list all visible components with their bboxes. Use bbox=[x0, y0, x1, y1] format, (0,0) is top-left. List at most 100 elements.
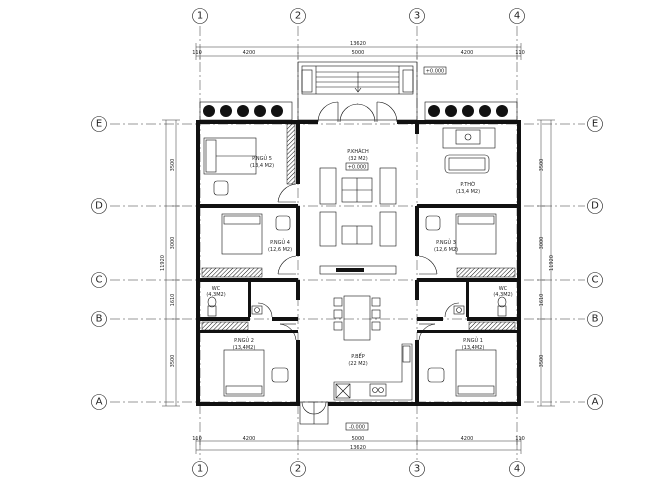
svg-text:P.NGỦ 1: P.NGỦ 1 bbox=[463, 336, 483, 344]
level-tag-top: +0.000 bbox=[423, 66, 447, 75]
svg-text:P.NGỦ 3: P.NGỦ 3 bbox=[436, 238, 456, 246]
svg-text:P.BẾP: P.BẾP bbox=[351, 352, 364, 360]
kitchen-counter bbox=[333, 343, 413, 401]
svg-text:(32 M2): (32 M2) bbox=[348, 156, 367, 162]
svg-text:(13,4M2): (13,4M2) bbox=[462, 345, 485, 351]
dimension-end: 110 bbox=[515, 50, 525, 56]
dining-table bbox=[333, 295, 381, 341]
chair-room-3 bbox=[425, 215, 441, 231]
tea-table bbox=[444, 154, 490, 174]
top-dimensions: 13620 4200 5000 4200 110 110 bbox=[192, 41, 525, 60]
grid-label: A bbox=[96, 397, 103, 408]
room-label-pbep: P.BẾP (22 M2) bbox=[348, 352, 367, 367]
back-door bbox=[299, 401, 329, 425]
grid-label: A bbox=[592, 397, 599, 408]
row-bubbles-left: E D C B A bbox=[91, 116, 107, 410]
grid-axes bbox=[110, 26, 585, 460]
right-dimensions: 3500 3000 1610 3500 11920 bbox=[537, 119, 555, 407]
grid-label: B bbox=[96, 314, 103, 325]
planter-right bbox=[424, 101, 518, 121]
bed-room-1 bbox=[455, 349, 497, 397]
dimension-segment: 3000 bbox=[539, 237, 545, 250]
room-label-pngu4: P.NGỦ 4 (12,6 M2) bbox=[268, 238, 292, 253]
svg-text:(12,6 M2): (12,6 M2) bbox=[268, 247, 292, 253]
dimension-segment: 3000 bbox=[170, 237, 176, 250]
front-steps bbox=[297, 61, 418, 121]
column-bubbles-bottom: 1 2 3 4 bbox=[192, 461, 525, 477]
living-sofa-set bbox=[319, 167, 397, 247]
chair-room-4 bbox=[275, 215, 291, 231]
grid-label: 3 bbox=[414, 11, 420, 22]
svg-text:WC: WC bbox=[212, 286, 221, 292]
wc-fixtures-right bbox=[453, 296, 507, 317]
chair-room-2 bbox=[271, 367, 289, 383]
grid-label: D bbox=[95, 201, 103, 212]
dimension-segment: 4200 bbox=[243, 436, 256, 442]
dimension-segment: 3500 bbox=[170, 159, 176, 172]
svg-text:(13,4M2): (13,4M2) bbox=[233, 345, 256, 351]
grid-label: 4 bbox=[514, 11, 520, 22]
left-dimensions: 11920 3500 3000 1610 3500 bbox=[160, 119, 180, 407]
svg-text:P.NGỦ 5: P.NGỦ 5 bbox=[252, 154, 272, 162]
bed-room-3 bbox=[455, 213, 497, 255]
dimension-total: 13620 bbox=[350, 445, 366, 451]
svg-text:(13,4 M2): (13,4 M2) bbox=[456, 189, 480, 195]
column-bubbles-top: 1 2 3 4 bbox=[192, 8, 525, 24]
svg-text:(4,3M2): (4,3M2) bbox=[206, 292, 225, 298]
svg-text:(13,4 M2): (13,4 M2) bbox=[250, 163, 274, 169]
grid-label: 3 bbox=[414, 464, 420, 475]
dimension-segment: 5000 bbox=[352, 50, 365, 56]
svg-text:P.THỜ: P.THỜ bbox=[460, 181, 475, 188]
grid-label: D bbox=[591, 201, 599, 212]
svg-text:+0.000: +0.000 bbox=[348, 165, 367, 171]
grid-label: E bbox=[592, 119, 598, 130]
dimension-segment: 4200 bbox=[461, 436, 474, 442]
grid-label: B bbox=[592, 314, 599, 325]
dimension-segment: 3500 bbox=[170, 355, 176, 368]
svg-text:P.NGỦ 2: P.NGỦ 2 bbox=[234, 336, 254, 344]
svg-text:(12,6 M2): (12,6 M2) bbox=[434, 247, 458, 253]
room-label-wc-right: WC (4,3M2) bbox=[493, 286, 512, 298]
grid-label: C bbox=[96, 275, 103, 286]
room-label-pngu3: P.NGỦ 3 (12,6 M2) bbox=[434, 238, 458, 253]
grid-label: 2 bbox=[295, 464, 301, 475]
room-label-wc-left: WC (4,3M2) bbox=[206, 286, 225, 298]
dimension-total: 13620 bbox=[350, 41, 366, 47]
dimension-total: 11920 bbox=[160, 255, 166, 271]
grid-label: 1 bbox=[197, 464, 203, 475]
dimension-segment: 3500 bbox=[539, 159, 545, 172]
grid-label: 1 bbox=[197, 11, 203, 22]
chair-room-5 bbox=[213, 180, 229, 196]
bed-room-2 bbox=[223, 349, 265, 397]
interior-walls bbox=[200, 124, 517, 402]
level-label: -0.000 bbox=[349, 425, 365, 431]
bed-room-4 bbox=[221, 213, 263, 255]
dimension-segment: 1610 bbox=[539, 294, 545, 307]
dimension-segment: 4200 bbox=[243, 50, 256, 56]
built-in-wardrobes bbox=[201, 123, 516, 331]
main-entrance-doors bbox=[317, 101, 398, 123]
row-bubbles-right: E D C B A bbox=[587, 116, 603, 410]
chair-room-1 bbox=[427, 367, 445, 383]
dimension-segment: 3500 bbox=[539, 355, 545, 368]
dimension-total: 11920 bbox=[549, 255, 555, 271]
room-label-ptho: P.THỜ (13,4 M2) bbox=[456, 181, 480, 195]
room-label-pngu1: P.NGỦ 1 (13,4M2) bbox=[462, 336, 485, 351]
bottom-dimensions: 4200 5000 4200 13620 110 110 bbox=[192, 436, 525, 454]
grid-label: 2 bbox=[295, 11, 301, 22]
room-label-pngu5: P.NGỦ 5 (13,4 M2) bbox=[250, 154, 274, 169]
grid-label: C bbox=[592, 275, 599, 286]
dimension-segment: 5000 bbox=[352, 436, 365, 442]
tv-cabinet bbox=[319, 265, 397, 275]
dimension-end: 110 bbox=[192, 436, 202, 442]
grid-label: E bbox=[96, 119, 102, 130]
dimension-segment: 4200 bbox=[461, 50, 474, 56]
dimension-end: 110 bbox=[192, 50, 202, 56]
svg-text:(22 M2): (22 M2) bbox=[348, 361, 367, 367]
planter-left bbox=[199, 101, 293, 121]
dimension-segment: 1610 bbox=[170, 294, 176, 307]
svg-text:P.NGỦ 4: P.NGỦ 4 bbox=[270, 238, 290, 246]
level-label: +0.000 bbox=[426, 69, 445, 75]
dimension-end: 110 bbox=[515, 436, 525, 442]
